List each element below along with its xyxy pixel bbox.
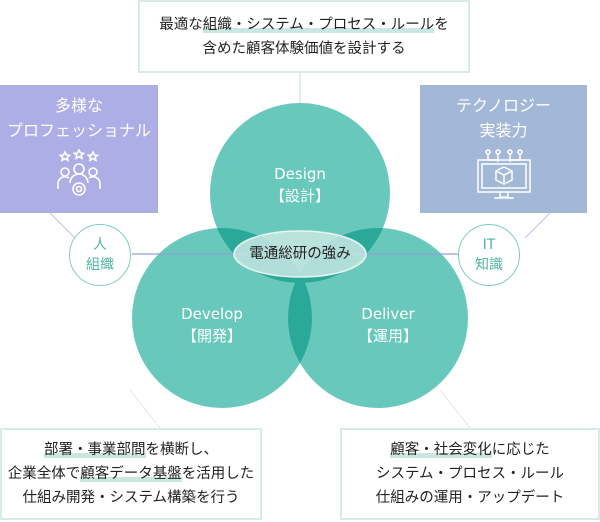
text: に応じた — [491, 442, 550, 458]
text: を横断し、 — [145, 442, 219, 458]
circle-subtitle: 【運用】 — [357, 327, 418, 345]
bottom-left-description-box: 部署・事業部間を横断し、 企業全体で顧客データ基盤を活用した 仕組み開発・システ… — [0, 428, 262, 520]
category-title: 多様な — [54, 96, 103, 115]
text: 仕組みの運用・アップデート — [375, 490, 565, 506]
bottom-right-description-box: 顧客・社会変化に応じた システム・プロセス・ルール 仕組みの運用・アップデート — [340, 428, 600, 520]
text: システム・プロセス・ルール — [375, 466, 565, 482]
circle-subtitle: 【開発】 — [181, 327, 242, 345]
circle-title: Deliver — [361, 305, 415, 323]
monitor-cube-icon — [476, 149, 531, 199]
develop-label: Develop 【開発】 — [152, 303, 272, 347]
center-label: 電通総研の強み — [249, 246, 351, 262]
highlight-text: 顧客・社会変化 — [390, 442, 492, 458]
node-people-organization: 人 組織 — [69, 224, 131, 286]
text: 企業全体で — [7, 466, 81, 482]
highlight-text: 顧客データ基盤 — [80, 466, 182, 482]
connector-bottom-right — [439, 389, 471, 429]
highlight-text: 組織・システム・プロセス・ルール — [202, 16, 435, 33]
node-label: 組織 — [86, 257, 114, 273]
category-professionals: 多様な プロフェッショナル — [0, 85, 158, 213]
category-title: 実装力 — [479, 121, 528, 140]
highlight-text: 部署・事業部間 — [44, 442, 146, 458]
category-technology: テクノロジー 実装力 — [420, 85, 587, 213]
text: を活用した — [181, 466, 255, 482]
node-label: 人 — [93, 237, 107, 253]
circle-title: Develop — [181, 305, 243, 323]
team-gear-icon — [57, 149, 101, 196]
connector-left — [49, 212, 76, 239]
category-title: テクノロジー — [455, 96, 552, 115]
deliver-label: Deliver 【運用】 — [328, 303, 448, 347]
center-ellipse — [233, 230, 367, 278]
text: 含めた顧客体験価値を設計する — [202, 40, 406, 57]
connector-bottom-left — [129, 389, 161, 429]
text: 最適な — [159, 16, 203, 33]
node-label: 知識 — [475, 257, 503, 273]
text: 仕組み開発・システム構築を行う — [22, 490, 240, 506]
top-description-box: 最適な組織・システム・プロセス・ルールを 含めた顧客体験価値を設計する — [138, 0, 470, 73]
node-it-knowledge: IT 知識 — [458, 224, 520, 286]
node-label: IT — [482, 237, 496, 253]
text: を — [434, 16, 449, 33]
circle-title: Design — [274, 165, 326, 183]
category-title: プロフェッショナル — [6, 121, 151, 140]
design-label: Design 【設計】 — [240, 163, 360, 207]
connector-right — [524, 212, 551, 239]
circle-subtitle: 【設計】 — [269, 187, 330, 205]
